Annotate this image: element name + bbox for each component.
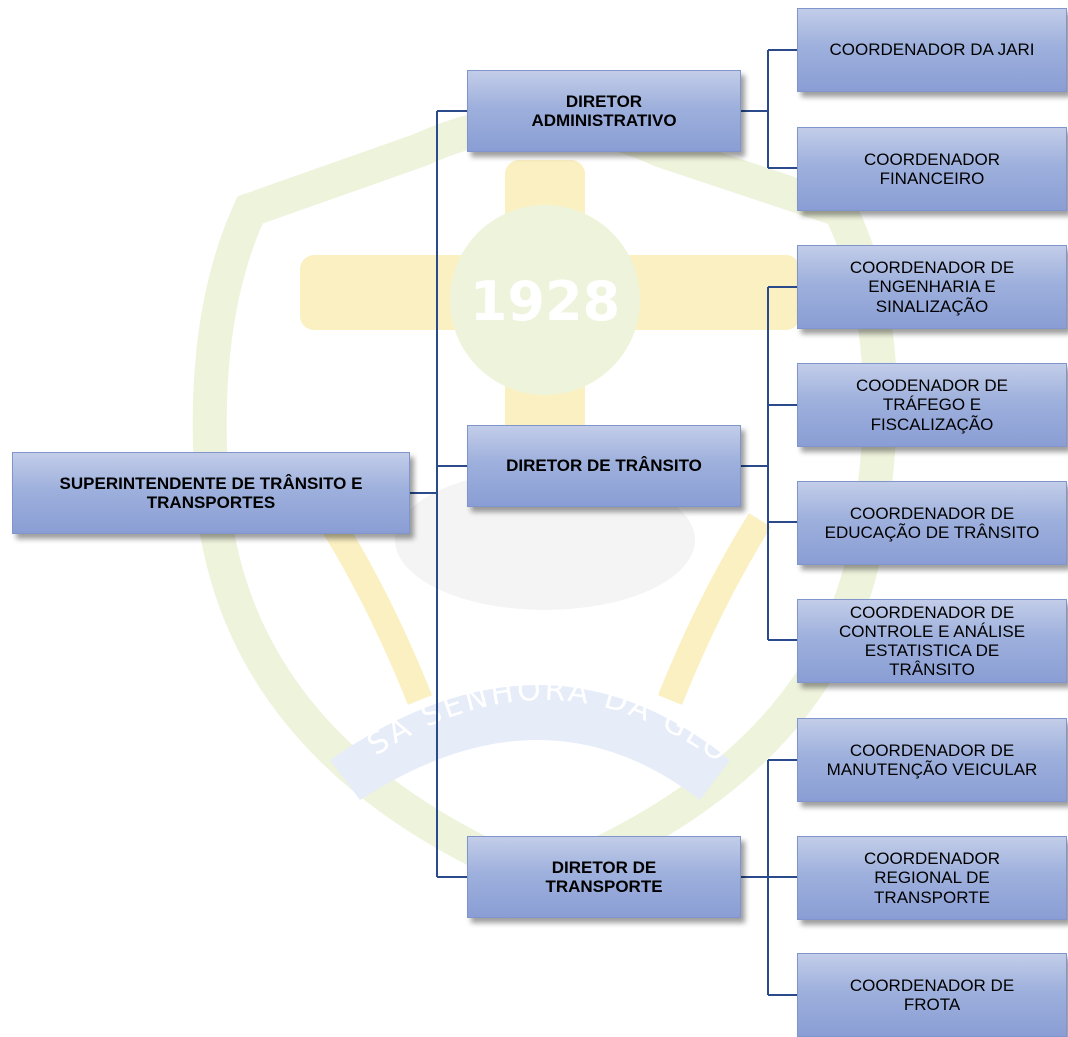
director-administrativo-label: DIRETOR ADMINISTRATIVO <box>531 91 677 130</box>
coord-trafego-box: COODENADOR DE TRÁFEGO E FISCALIZAÇÃO <box>797 363 1067 447</box>
emblem-corn-right <box>657 513 772 705</box>
coord-jari-box: COORDENADOR DA JARI <box>797 8 1067 92</box>
coord-jari-label: COORDENADOR DA JARI <box>829 40 1035 60</box>
coord-engenharia-box: COORDENADOR DE ENGENHARIA E SINALIZAÇÃO <box>797 245 1067 329</box>
coord-frota-label: COORDENADOR DE FROTA <box>849 975 1015 1014</box>
emblem-center-disc <box>450 205 640 395</box>
emblem-banner-ribbon <box>330 685 730 800</box>
emblem-year: 1928 <box>470 270 620 333</box>
director-administrativo-box: DIRETOR ADMINISTRATIVO <box>467 70 741 152</box>
director-transporte-label: DIRETOR DE TRANSPORTE <box>545 857 663 896</box>
coord-manutencao-box: COORDENADOR DE MANUTENÇÃO VEICULAR <box>797 718 1067 802</box>
director-transporte-box: DIRETOR DE TRANSPORTE <box>467 836 741 918</box>
coord-controle-label: COORDENADOR DE CONTROLE E ANÁLISE ESTATI… <box>838 602 1026 680</box>
coord-educacao-label: COORDENADOR DE EDUCAÇÃO DE TRÂNSITO <box>824 503 1040 542</box>
coord-manutencao-label: COORDENADOR DE MANUTENÇÃO VEICULAR <box>826 740 1038 779</box>
coord-frota-box: COORDENADOR DE FROTA <box>797 953 1067 1037</box>
director-transito-box: DIRETOR DE TRÂNSITO <box>467 425 741 507</box>
coord-engenharia-label: COORDENADOR DE ENGENHARIA E SINALIZAÇÃO <box>849 258 1015 316</box>
superintendente-box: SUPERINTENDENTE DE TRÂNSITO E TRANSPORTE… <box>12 452 410 534</box>
coord-financeiro-label: COORDENADOR FINANCEIRO <box>863 149 1000 188</box>
coord-regional-label: COORDENADOR REGIONAL DE TRANSPORTE <box>863 849 1000 907</box>
superintendente-label: SUPERINTENDENTE DE TRÂNSITO E TRANSPORTE… <box>59 473 363 512</box>
coord-trafego-label: COODENADOR DE TRÁFEGO E FISCALIZAÇÃO <box>855 376 1009 434</box>
emblem-corn-left <box>318 513 433 705</box>
director-transito-label: DIRETOR DE TRÂNSITO <box>506 456 702 476</box>
coord-educacao-box: COORDENADOR DE EDUCAÇÃO DE TRÂNSITO <box>797 481 1067 565</box>
coord-financeiro-box: COORDENADOR FINANCEIRO <box>797 127 1067 211</box>
coord-controle-box: COORDENADOR DE CONTROLE E ANÁLISE ESTATI… <box>797 599 1067 683</box>
coord-regional-box: COORDENADOR REGIONAL DE TRANSPORTE <box>797 836 1067 920</box>
